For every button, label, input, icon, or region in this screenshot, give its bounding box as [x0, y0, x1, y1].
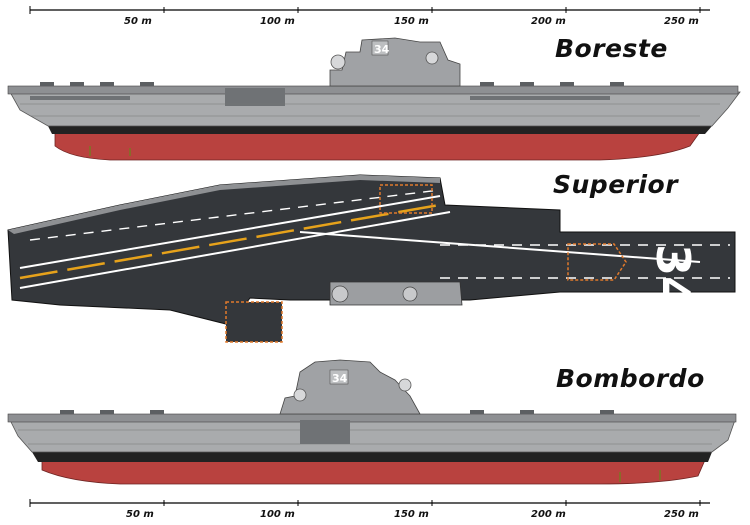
top-view: 34 [7, 174, 736, 343]
scale-tick-100-bottom: 100 m [260, 509, 295, 520]
scale-tick-50-bottom: 50 m [126, 509, 154, 520]
scale-tick-200-bottom: 200 m [531, 509, 566, 520]
scale-bar-top [29, 6, 710, 14]
scale-tick-150-top: 150 m [394, 16, 429, 27]
scale-tick-250-bottom: 250 m [664, 509, 699, 520]
scale-tick-250-top: 250 m [664, 16, 699, 27]
view-label-top: Superior [553, 170, 679, 199]
scale-tick-50-top: 50 m [124, 16, 152, 27]
starboard-hull-number: 34 [374, 43, 390, 56]
deck-hull-number: 34 [646, 244, 700, 308]
scale-bar-bottom [29, 499, 710, 507]
scale-tick-150-bottom: 150 m [394, 509, 429, 520]
view-label-starboard: Boreste [555, 34, 668, 63]
scale-tick-100-top: 100 m [260, 16, 295, 27]
port-profile: 34 [7, 359, 737, 485]
starboard-profile: 34 [7, 37, 741, 161]
scale-tick-200-top: 200 m [531, 16, 566, 27]
view-label-port: Bombordo [556, 364, 705, 393]
port-hull-number: 34 [332, 372, 348, 385]
